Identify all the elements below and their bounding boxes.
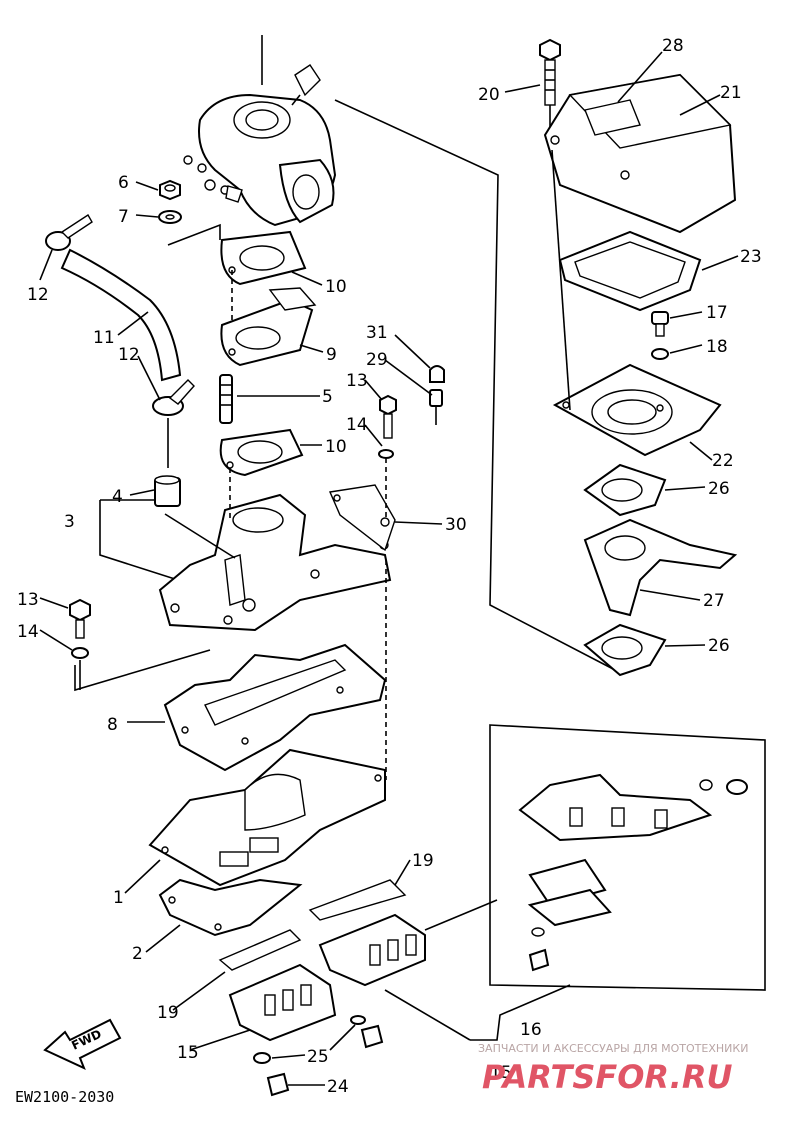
- label-7: 7: [118, 207, 129, 227]
- forward-arrow-icon: FWD: [43, 1018, 122, 1070]
- reed-gasket-19-right: [308, 879, 407, 921]
- label-10-upper: 10: [325, 277, 347, 297]
- reed-valve-detail-box: [489, 724, 766, 991]
- insulator-9: [220, 287, 317, 367]
- label-27: 27: [703, 591, 725, 611]
- gasket-26-upper: [583, 463, 667, 517]
- gasket-10-lower: [219, 428, 304, 477]
- label-12-lower: 12: [118, 345, 140, 365]
- bracket-30: [328, 484, 396, 552]
- label-4: 4: [112, 487, 123, 507]
- label-21: 21: [720, 83, 742, 103]
- washer-25: [253, 1015, 366, 1064]
- label-25: 25: [307, 1047, 329, 1067]
- screw-24: [266, 1024, 384, 1097]
- label-22: 22: [712, 451, 734, 471]
- reed-housing-1: [148, 748, 386, 887]
- intake-manifold-3: [158, 493, 392, 632]
- label-18: 18: [706, 337, 728, 357]
- watermark: ЗАПЧАСТИ И АКСЕССУАРЫ ДЛЯ МОТОТЕХНИКИ PA…: [478, 1042, 748, 1096]
- nut-6: [159, 179, 181, 201]
- bolt-13-upper: [379, 394, 397, 439]
- bolt-17: [651, 311, 669, 337]
- label-14-lower: 14: [17, 622, 39, 642]
- label-13-lower: 13: [17, 590, 39, 610]
- cap-31: [429, 365, 445, 383]
- label-3: 3: [64, 512, 75, 532]
- reed-valve-15-left: [228, 963, 337, 1042]
- label-23: 23: [740, 247, 762, 267]
- label-26-lower: 26: [708, 636, 730, 656]
- collar-4: [154, 475, 181, 507]
- label-31: 31: [366, 323, 388, 343]
- gasket-10-upper: [220, 230, 307, 286]
- washer-18: [651, 348, 669, 360]
- watermark-tagline: ЗАПЧАСТИ И АКСЕССУАРЫ ДЛЯ МОТОТЕХНИКИ: [478, 1042, 748, 1055]
- label-29: 29: [366, 350, 388, 370]
- label-15-right: 15: [490, 1063, 512, 1083]
- label-14-upper: 14: [346, 415, 368, 435]
- label-5: 5: [322, 387, 333, 407]
- washer-7: [158, 210, 182, 224]
- label-8: 8: [107, 715, 118, 735]
- label-19-right: 19: [412, 851, 434, 871]
- bolt-13-lower: [69, 598, 91, 639]
- washer-14-lower: [71, 647, 89, 659]
- hose-clamp-12-lower: [152, 379, 195, 468]
- label-10-lower: 10: [325, 437, 347, 457]
- reed-valve-15-right: [318, 913, 426, 987]
- gasket-23: [558, 230, 702, 312]
- label-15-left: 15: [177, 1043, 199, 1063]
- leader-lines: [39, 51, 739, 1086]
- gasket-2: [158, 878, 303, 937]
- stud-bolt-5: [219, 374, 233, 424]
- label-2: 2: [132, 944, 143, 964]
- gasket-8: [163, 643, 387, 772]
- screw-29: [429, 389, 443, 425]
- label-28: 28: [662, 36, 684, 56]
- hose-clamp-12-upper: [45, 214, 93, 251]
- label-26-upper: 26: [708, 479, 730, 499]
- label-1: 1: [113, 888, 124, 908]
- label-16: 16: [520, 1020, 542, 1040]
- washer-14-upper: [378, 449, 394, 459]
- watermark-brand: PARTSFOR.RU: [482, 1058, 732, 1096]
- fuel-hose-11: [60, 248, 182, 382]
- carburetor-assembly: [183, 64, 337, 227]
- label-19-left: 19: [157, 1003, 179, 1023]
- gasket-26-lower: [583, 623, 667, 677]
- label-11: 11: [93, 328, 115, 348]
- label-13-upper: 13: [346, 371, 368, 391]
- label-24: 24: [327, 1077, 349, 1097]
- reed-gasket-19-left: [218, 929, 302, 971]
- label-12-upper: 12: [27, 285, 49, 305]
- label-20: 20: [478, 85, 500, 105]
- silencer-base-22: [552, 363, 722, 457]
- label-17: 17: [706, 303, 728, 323]
- label-6: 6: [118, 173, 129, 193]
- label-30: 30: [445, 515, 467, 535]
- bracket-27: [583, 518, 738, 617]
- intake-silencer-cover-21: [543, 73, 737, 234]
- diagram-code: EW2100-2030: [15, 1088, 114, 1106]
- bolt-20: [539, 38, 561, 130]
- assembly-boundary: [74, 35, 616, 692]
- part-number-labels: 28 20 21 6 7 12 10 11 9 12 31 29 13 5 14…: [17, 36, 762, 1097]
- label-9: 9: [326, 345, 337, 365]
